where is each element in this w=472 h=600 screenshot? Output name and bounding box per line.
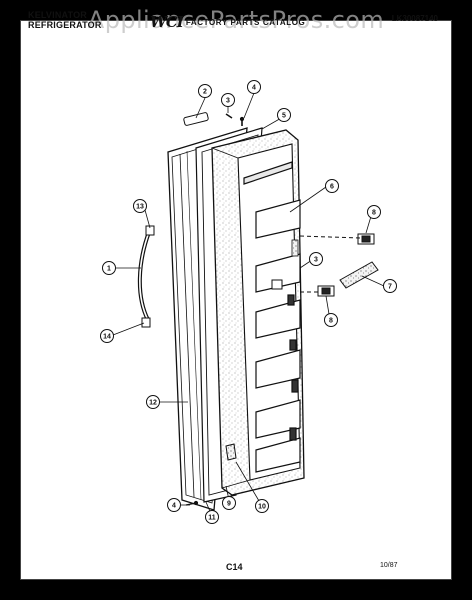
callout-4-top: 4 [247, 80, 261, 94]
callout-9: 9 [222, 496, 236, 510]
callout-6: 6 [325, 179, 339, 193]
svg-text:8: 8 [372, 210, 376, 217]
callout-4-bottom: 4 [167, 498, 181, 512]
callout-12: 12 [146, 395, 160, 409]
callout-10: 10 [255, 499, 269, 513]
svg-text:13: 13 [136, 204, 144, 211]
svg-text:4: 4 [252, 85, 256, 92]
svg-text:5: 5 [282, 113, 286, 120]
watermark: AppliancePartsPros.com [87, 6, 385, 34]
callout-13: 13 [133, 199, 147, 213]
catalog-title: WCI FACTORY PARTS CATALOG [150, 13, 305, 31]
svg-text:3: 3 [314, 257, 318, 264]
callout-8-bottom: 8 [324, 313, 338, 327]
catalog-text: FACTORY PARTS CATALOG [185, 17, 306, 27]
svg-text:3: 3 [226, 98, 230, 105]
door-shelves [243, 161, 301, 473]
svg-text:6: 6 [330, 184, 334, 191]
callout-3-mid: 3 [309, 252, 323, 266]
svg-text:8: 8 [329, 318, 333, 325]
callout-2: 2 [198, 84, 212, 98]
svg-text:9: 9 [227, 501, 231, 508]
callout-8-top: 8 [367, 205, 381, 219]
page-code: C14 [226, 562, 243, 572]
brand-line-1: KELVINATOR [28, 10, 88, 20]
callout-14: 14 [100, 329, 114, 343]
svg-text:14: 14 [103, 334, 111, 341]
svg-text:7: 7 [388, 284, 392, 291]
catalog-number: LK30087140 [391, 14, 438, 23]
callout-1: 1 [102, 261, 116, 275]
shelf-rail-parts [271, 233, 379, 297]
callout-5: 5 [277, 108, 291, 122]
leader-lines [112, 92, 385, 517]
wci-logo: WCI [150, 13, 184, 31]
svg-text:10: 10 [258, 504, 266, 511]
svg-text:4: 4 [172, 503, 176, 510]
brand-block: KELVINATOR REFRIGERATOR [28, 10, 102, 30]
brand-line-2: REFRIGERATOR [28, 20, 102, 30]
date-code: 10/87 [380, 562, 398, 569]
svg-text:12: 12 [149, 400, 157, 407]
callout-3-top: 3 [221, 93, 235, 107]
svg-text:2: 2 [203, 89, 207, 96]
door-handle [137, 225, 155, 328]
callout-7: 7 [383, 279, 397, 293]
svg-text:11: 11 [208, 515, 216, 522]
top-hinge-parts [183, 112, 245, 126]
svg-text:1: 1 [107, 266, 111, 273]
callout-markers: 2 3 4 5 13 1 14 6 8 3 7 8 12 4 11 9 10 [100, 80, 397, 524]
bottom-parts [185, 443, 237, 506]
callout-11: 11 [205, 510, 219, 524]
